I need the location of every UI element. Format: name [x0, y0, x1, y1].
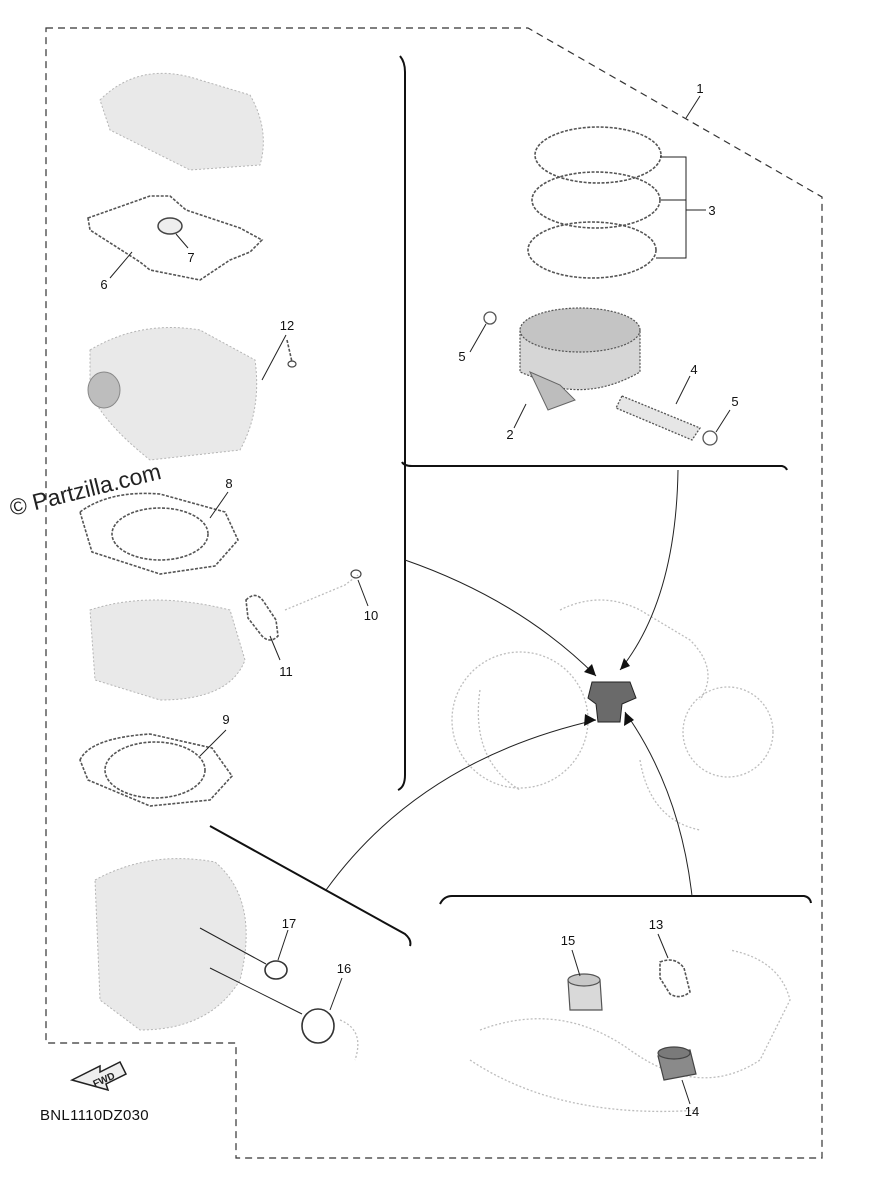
piston-2: [519, 307, 641, 411]
callout-1: 1: [696, 81, 703, 96]
kit-outline: [45, 27, 823, 1159]
callout-labels: 1 2 3 4 5 5 6 7 8 9 10 11 12 13 14 15 16…: [100, 81, 738, 1119]
connector-arrows: [325, 469, 693, 897]
watermark: © Partzilla.com: [7, 458, 164, 521]
bottom-left-group-frame: [209, 825, 412, 947]
cylinder-head-gasket-8: [79, 492, 239, 575]
o-ring-17: [264, 960, 288, 980]
callout-4: 4: [690, 362, 697, 377]
callout-11: 11: [279, 664, 293, 679]
callout-17: 17: [282, 916, 296, 931]
gasket-11: [245, 594, 279, 641]
callout-15: 15: [561, 933, 575, 948]
callout-8: 8: [225, 476, 232, 491]
bottom-right-group-frame: [439, 895, 812, 905]
fwd-arrow-icon: FWD: [69, 1060, 128, 1092]
callout-14: 14: [685, 1104, 699, 1119]
piston-pin-4: [615, 395, 701, 441]
callout-12: 12: [280, 318, 294, 333]
sleeve-14: [657, 1046, 697, 1081]
o-ring-16: [301, 1008, 335, 1044]
callout-6: 6: [100, 277, 107, 292]
diagram-code: BNL1110DZ030: [40, 1107, 149, 1124]
callout-16: 16: [337, 961, 351, 976]
callout-9: 9: [222, 712, 229, 727]
cylinder-head-ghost: [87, 327, 258, 461]
gasket-13: [659, 959, 691, 998]
seal-7: [157, 217, 183, 235]
piston-rings-3: [527, 126, 662, 279]
callout-5-left: 5: [458, 349, 465, 364]
sleeve-15: [567, 973, 603, 1011]
cylinder-ghost: [89, 574, 359, 701]
piston-group-frame: [401, 461, 788, 471]
crankcase-cover-ghost: [94, 858, 359, 1061]
callout-2: 2: [506, 427, 513, 442]
circlip-5-left: [483, 311, 497, 325]
cylinder-base-gasket-9: [79, 733, 234, 807]
head-cover-gasket-6: [87, 195, 264, 281]
exhaust-pipe-ghost: [469, 949, 791, 1113]
callout-3: 3: [708, 203, 715, 218]
callout-13: 13: [649, 917, 663, 932]
callout-5-right: 5: [731, 394, 738, 409]
circlip-5-right: [702, 430, 718, 446]
callout-7: 7: [187, 250, 194, 265]
engine-assembly-ghost: [451, 599, 774, 831]
pin-12: [286, 339, 293, 363]
piston-assembly-center: [587, 681, 637, 723]
leader-lines: [109, 95, 731, 1105]
callout-10: 10: [364, 608, 378, 623]
left-group-bracket: [397, 55, 406, 791]
head-cover-ghost: [99, 72, 264, 171]
